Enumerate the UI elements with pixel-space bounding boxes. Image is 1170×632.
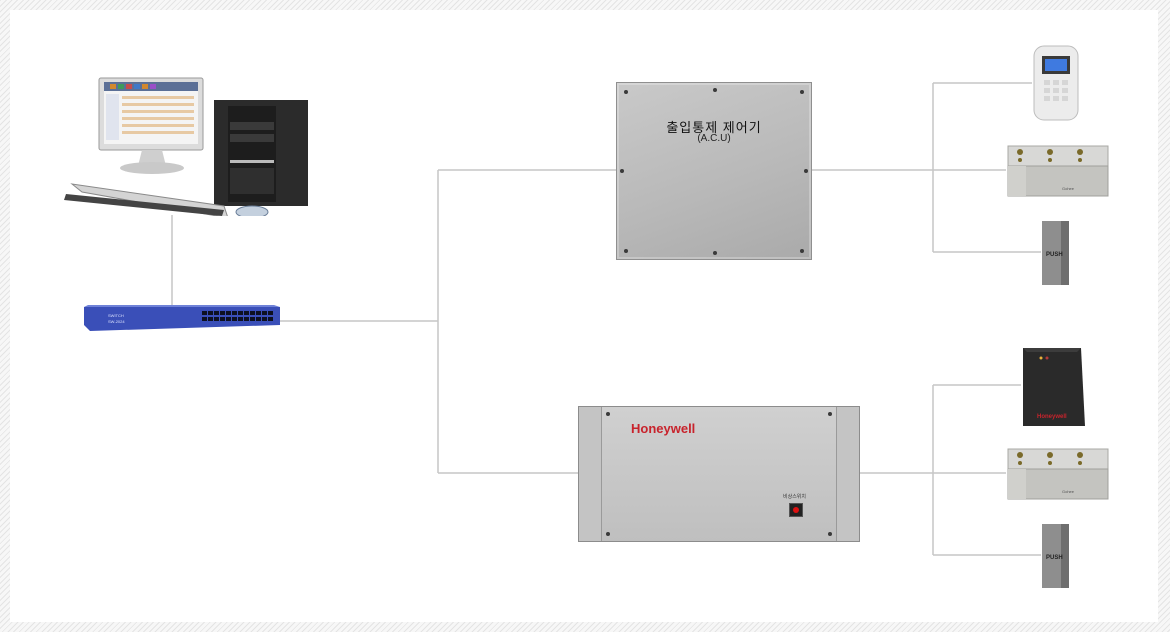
exit-button-label: PUSH	[1046, 555, 1063, 561]
network-switch: SWITCH SW-2024	[84, 305, 280, 331]
switch-brand-label: SWITCH	[108, 313, 124, 318]
keyboard-icon	[64, 183, 229, 219]
pc-workstation	[52, 76, 322, 219]
acu-title: 출입통제 제어기	[666, 120, 762, 135]
monitor-icon	[98, 77, 204, 174]
exit-button-icon: PUSH	[1042, 524, 1069, 588]
keypad-reader	[1032, 44, 1080, 122]
tower-case-icon	[214, 100, 308, 206]
keypad-reader-icon	[1033, 45, 1079, 121]
honeywell-controller: Honeywell 비상스위치	[578, 406, 860, 542]
magnetic-lock-icon: Gohee	[1007, 448, 1109, 500]
lock-brand-label: Gohee	[1062, 186, 1075, 191]
electric-lock-2: Gohee	[1006, 447, 1110, 503]
card-reader-brand: Honeywell	[1037, 414, 1067, 420]
exit-button: PUSH	[1041, 220, 1073, 286]
card-reader-icon: Honeywell	[1023, 348, 1085, 426]
switch-model-label: SW-2024	[108, 319, 125, 324]
acu-subtitle: (A.C.U)	[697, 133, 731, 144]
acu-controller: 출입통제 제어기 (A.C.U)	[616, 82, 812, 260]
emergency-switch-label: 비상스위치	[783, 494, 807, 500]
mouse-icon	[235, 205, 269, 219]
exit-button-icon: PUSH	[1042, 221, 1069, 285]
magnetic-lock-icon: Gohee	[1007, 145, 1109, 197]
honeywell-logo: Honeywell	[631, 421, 696, 436]
card-reader: Honeywell	[1021, 346, 1087, 430]
lock-brand-label: Gohee	[1062, 489, 1075, 494]
exit-button-label: PUSH	[1046, 252, 1063, 258]
electric-lock: Gohee	[1006, 144, 1110, 200]
connection-lines	[171, 82, 1041, 556]
diagram-canvas: SWITCH SW-2024 출입통제 제어기 (A.C.U) Honeywel…	[10, 10, 1158, 622]
emergency-switch-icon	[789, 503, 803, 517]
exit-button-2: PUSH	[1041, 523, 1073, 589]
